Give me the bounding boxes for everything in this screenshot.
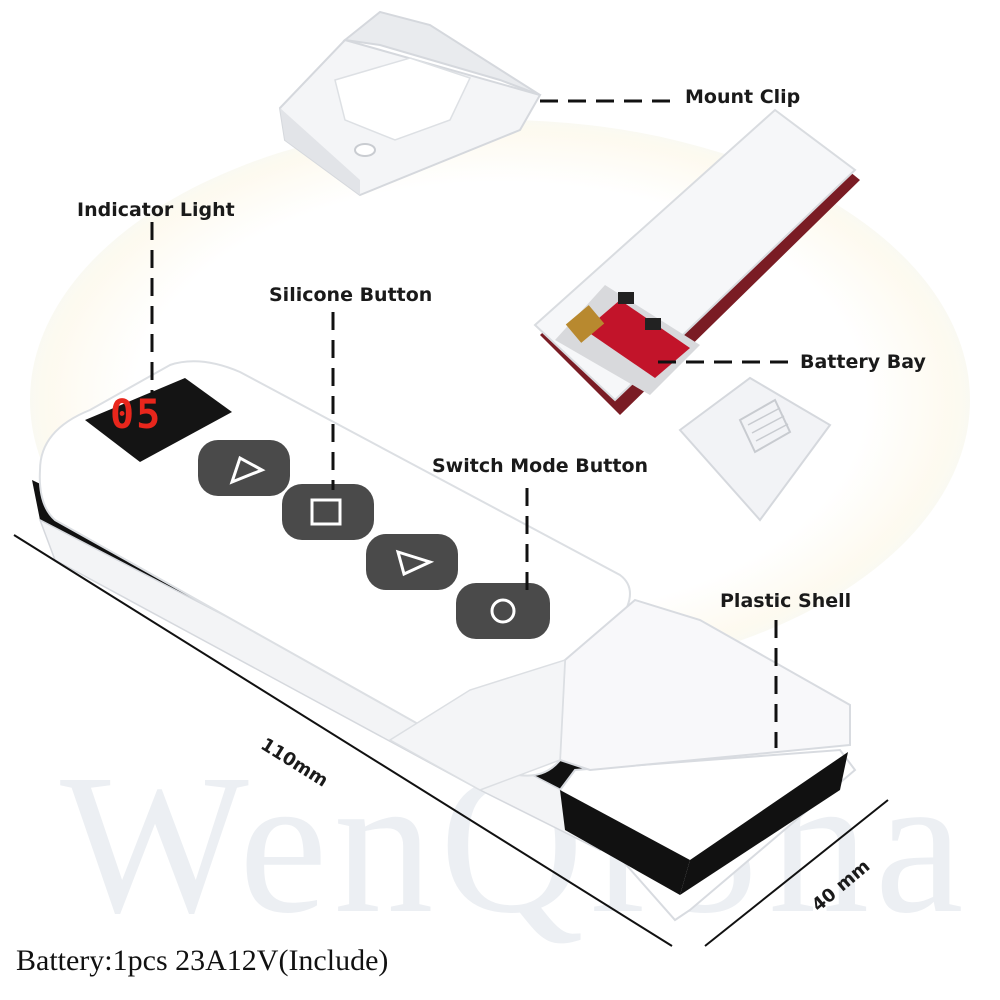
battery-spring [565,305,605,343]
silicone-button-label: Silicone Button [269,284,433,306]
down-arrow-icon [395,549,435,577]
button-stop[interactable] [282,484,374,540]
stop-square-icon [310,498,342,526]
battery-info-caption: Battery:1pcs 23A12V(Include) [16,944,389,977]
plastic-shell [388,598,857,922]
switch-cycle-icon [490,598,516,624]
battery-bay-label: Battery Bay [800,351,926,373]
battery-cover [678,376,832,522]
indicator-light-label: Indicator Light [77,199,235,221]
battery-case [533,108,860,415]
mount-clip-label: Mount Clip [685,86,801,108]
indicator-digits: 05 [110,392,163,438]
callout-lines [150,99,790,748]
indicator-display [85,378,232,462]
dimension-width [704,799,889,947]
mount-clip [278,10,542,197]
button-up[interactable] [198,440,290,496]
up-arrow-icon [229,455,266,485]
dimension-length [13,534,673,947]
plastic-shell-label: Plastic Shell [720,590,852,612]
switch-mode-button-label: Switch Mode Button [432,455,649,477]
button-down[interactable] [366,534,458,590]
button-switch-mode[interactable] [456,583,550,639]
